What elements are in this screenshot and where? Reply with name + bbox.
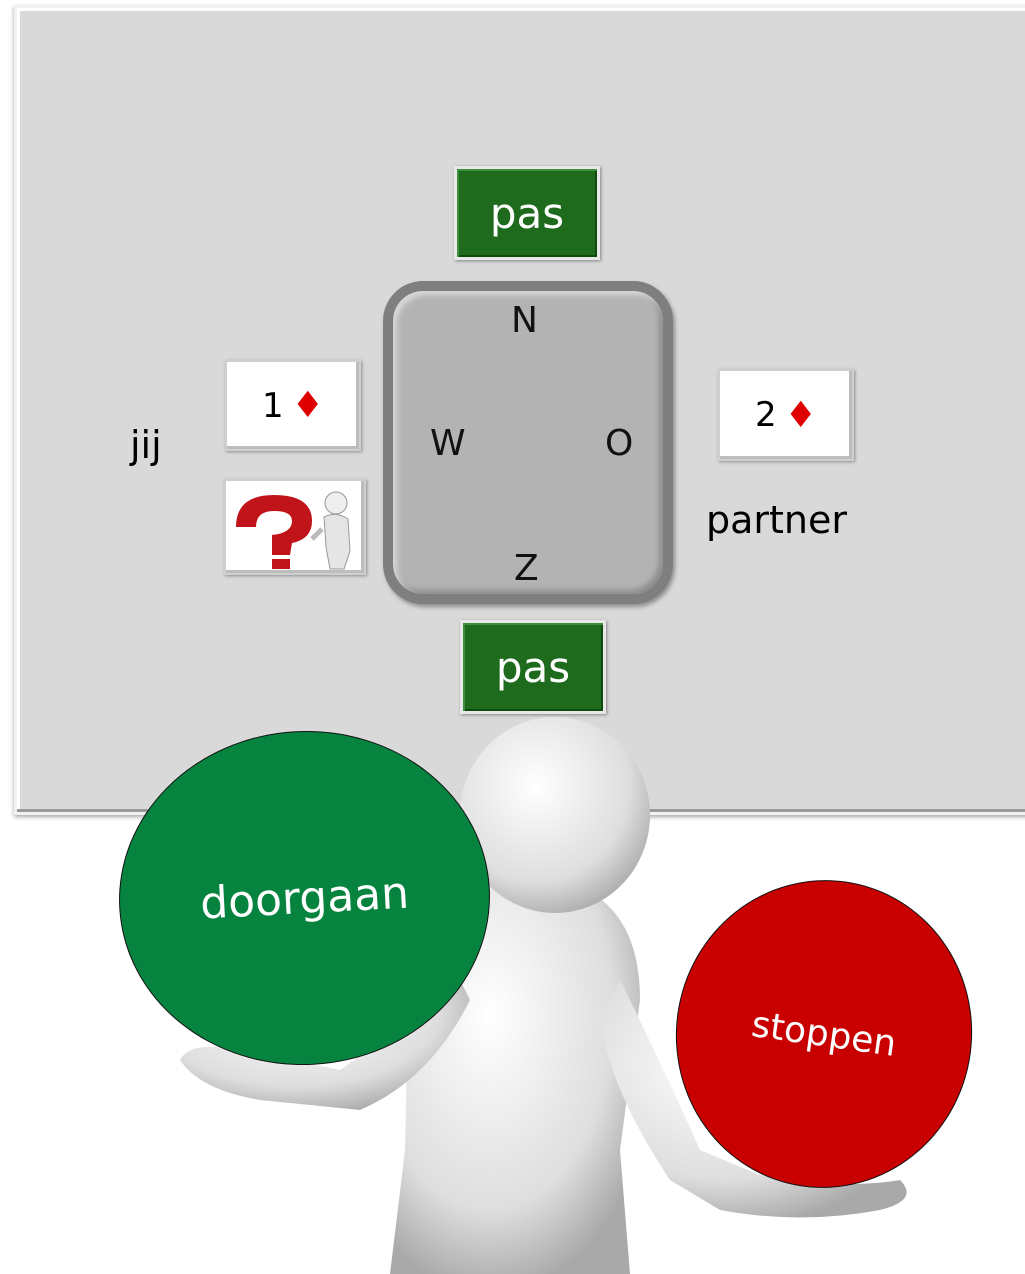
direction-south: Z — [514, 548, 539, 589]
west-bid-level: 1 — [262, 385, 284, 426]
east-bid-suit-diamond: ♦ — [784, 394, 817, 436]
west-bid-card: 1 ♦ — [225, 360, 361, 451]
continue-label: doorgaan — [198, 867, 411, 929]
direction-north: N — [511, 300, 538, 341]
compass-table — [383, 281, 673, 604]
direction-west: W — [430, 423, 466, 464]
label-you: jij — [130, 423, 162, 467]
west-bid-suit-diamond: ♦ — [291, 385, 324, 426]
east-bid-card: 2 ♦ — [718, 369, 854, 461]
east-bid-level: 2 — [755, 395, 777, 435]
label-partner: partner — [706, 498, 848, 542]
question-mark-figure-icon[interactable] — [224, 479, 366, 575]
question-mark-figure-icon-svg — [236, 491, 351, 570]
north-bid-pass: pas — [454, 166, 600, 260]
south-bid-pass: pas — [460, 620, 606, 714]
direction-east: O — [605, 423, 634, 464]
stop-label: stoppen — [749, 1003, 899, 1065]
